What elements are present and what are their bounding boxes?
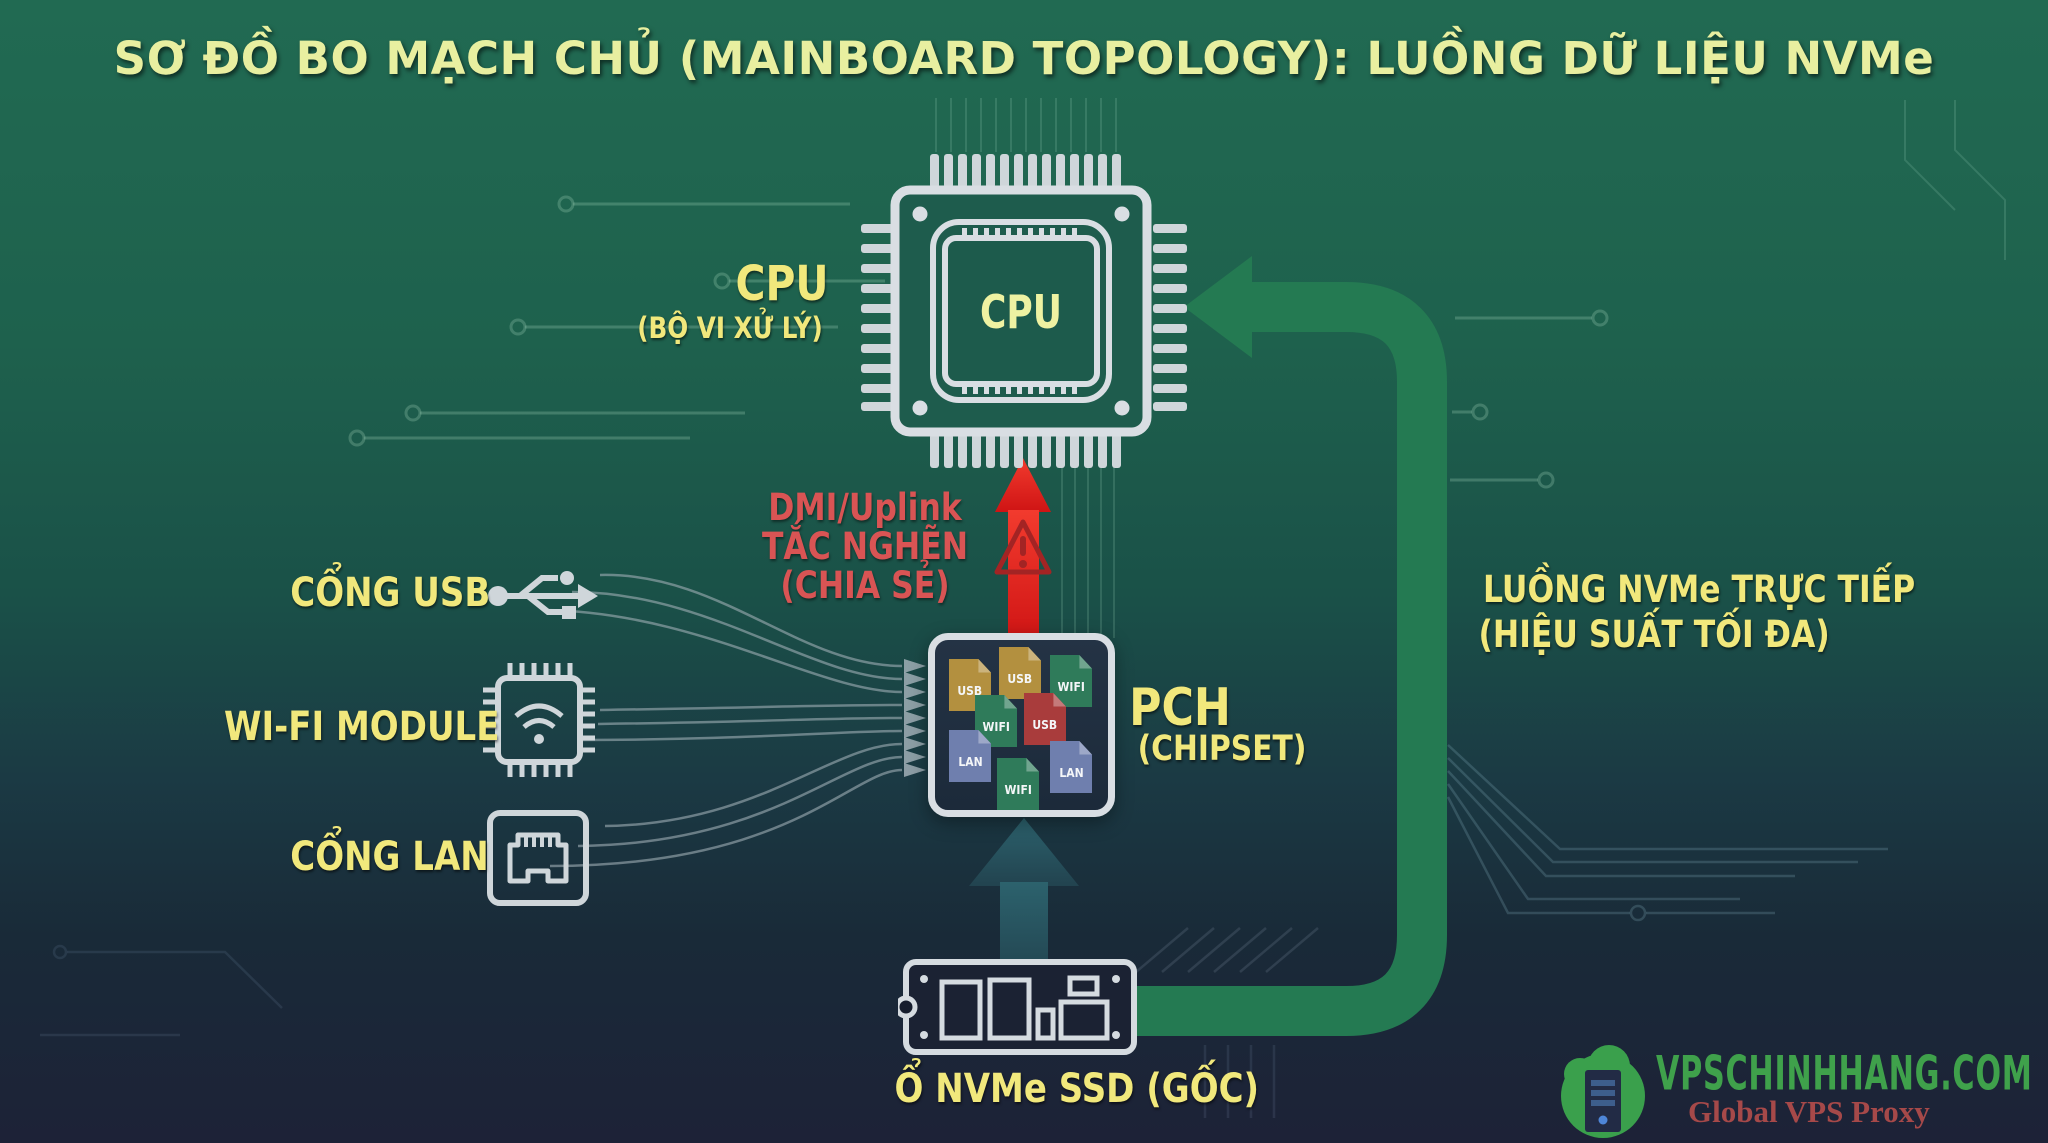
pch-device-file-icon: WIFI	[997, 758, 1039, 810]
flow-arrowhead-icon	[1184, 256, 1252, 358]
pch-device-file-icon: USB	[999, 647, 1041, 699]
vps-cloud-logo-icon	[1561, 1045, 1645, 1138]
watermark-site-text: VPSCHINHHANG.COM	[1656, 1046, 2033, 1101]
cpu-die-text: CPU	[980, 285, 1062, 339]
bottleneck-line1: DMI/Uplink	[768, 486, 962, 529]
warning-icon	[994, 519, 1052, 575]
diagram-title: SƠ ĐỒ BO MẠCH CHỦ (MAINBOARD TOPOLOGY): …	[113, 32, 1935, 85]
cpu-label: CPU	[735, 256, 829, 312]
nvme-ssd-icon	[898, 959, 1137, 1055]
pch-device-file-icon: LAN	[949, 730, 991, 782]
ssd-label: Ổ NVMe SSD (GỐC)	[894, 1066, 1260, 1112]
watermark-tagline-text: Global VPS Proxy	[1688, 1094, 1930, 1129]
nvme-flow-line1: LUỒNG NVMe TRỰC TIẾP	[1483, 568, 1916, 611]
bottleneck-line3: (CHIA SẺ)	[780, 564, 950, 607]
peripheral-lan-label: CỔNG LAN	[290, 834, 489, 880]
wifi-module-icon	[483, 663, 595, 777]
nvme-flow-line2: (HIỆU SUẤT TỐI ĐA)	[1478, 613, 1830, 656]
pch-sublabel: (CHIPSET)	[1137, 729, 1307, 769]
pch-device-file-icon: USB	[1024, 693, 1066, 745]
lan-port-icon	[487, 810, 589, 906]
cpu-chip-icon: CPU	[861, 154, 1187, 468]
peripheral-wifi-label: WI-FI MODULE	[224, 704, 500, 750]
bottleneck-line2: TẮC NGHẼN	[761, 525, 969, 568]
watermark: VPSCHINHHANG.COM Global VPS Proxy	[1550, 1030, 2048, 1143]
dmi-bottleneck-arrow	[994, 458, 1052, 644]
usb-symbol-icon	[488, 571, 598, 619]
pch-chip-box: USB USB WIFI WIFI USB LAN WIFI LAN	[928, 633, 1115, 817]
cpu-sublabel: (BỘ VI XỬ LÝ)	[637, 311, 823, 345]
peripheral-usb-label: CỔNG USB	[290, 570, 491, 616]
pch-label: PCH	[1129, 678, 1231, 738]
